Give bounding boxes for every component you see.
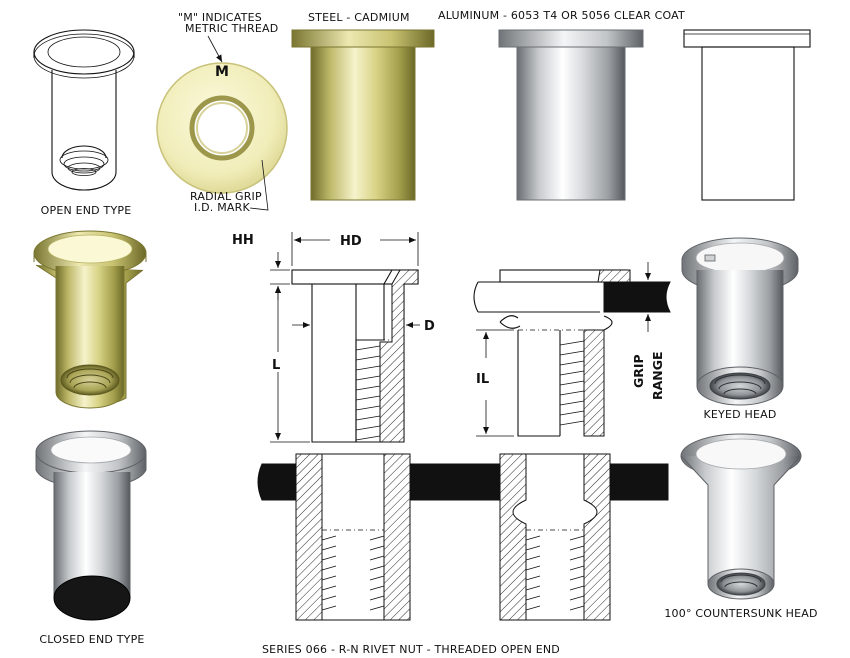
grip-range-label-line1: GRIP bbox=[631, 354, 646, 388]
metric-washer-illustration bbox=[156, 62, 288, 194]
installed-cross-section-right bbox=[499, 453, 669, 621]
series-caption: SERIES 066 - R-N RIVET NUT - THREADED OP… bbox=[262, 643, 560, 656]
il-dimension-label: IL bbox=[476, 372, 489, 387]
grip-range-label: GRIP RANGE bbox=[631, 351, 665, 400]
keyed-head-label: KEYED HEAD bbox=[703, 408, 776, 421]
open-end-type-label: OPEN END TYPE bbox=[41, 204, 132, 217]
closed-end-type-label: CLOSED END TYPE bbox=[39, 633, 144, 646]
hd-dimension-label: HD bbox=[340, 234, 362, 249]
countersunk-head-label: 100° COUNTERSUNK HEAD bbox=[664, 607, 817, 620]
clear-coat-nut-side-view bbox=[683, 29, 811, 201]
open-end-type-illustration bbox=[33, 29, 135, 191]
hh-dimension-label: HH bbox=[232, 233, 254, 248]
aluminum-nut-side-view bbox=[498, 29, 644, 201]
steel-cadmium-nut-side-view bbox=[291, 29, 435, 201]
aluminum-label: ALUMINUM - 6053 T4 OR 5056 CLEAR COAT bbox=[438, 9, 685, 22]
radial-grip-note: RADIAL GRIP I.D. MARK bbox=[190, 190, 266, 214]
l-dimension-label: L bbox=[272, 358, 280, 373]
dimensioned-cross-section bbox=[270, 232, 420, 443]
m-letter: M bbox=[215, 64, 229, 80]
keyed-head-rivet-nut-3d bbox=[681, 237, 799, 406]
metric-thread-note: "M" INDICATES METRIC THREAD bbox=[178, 11, 278, 35]
radial-grip-note-line1: RADIAL GRIP bbox=[190, 190, 262, 203]
metric-thread-note-line2: METRIC THREAD bbox=[185, 22, 278, 35]
d-dimension-label: D bbox=[424, 319, 435, 334]
installed-cross-section-left bbox=[257, 453, 501, 621]
cadmium-rivet-nut-3d bbox=[33, 230, 147, 409]
closed-end-rivet-nut-3d bbox=[35, 430, 147, 621]
steel-cadmium-label: STEEL - CADMIUM bbox=[308, 11, 410, 24]
radial-grip-note-line2: I.D. MARK bbox=[194, 201, 250, 214]
metric-thread-note-line1: "M" INDICATES bbox=[178, 11, 262, 24]
grip-range-label-line2: RANGE bbox=[650, 351, 665, 400]
countersunk-head-rivet-nut-3d bbox=[680, 433, 802, 600]
grip-range-cross-section bbox=[473, 262, 671, 437]
